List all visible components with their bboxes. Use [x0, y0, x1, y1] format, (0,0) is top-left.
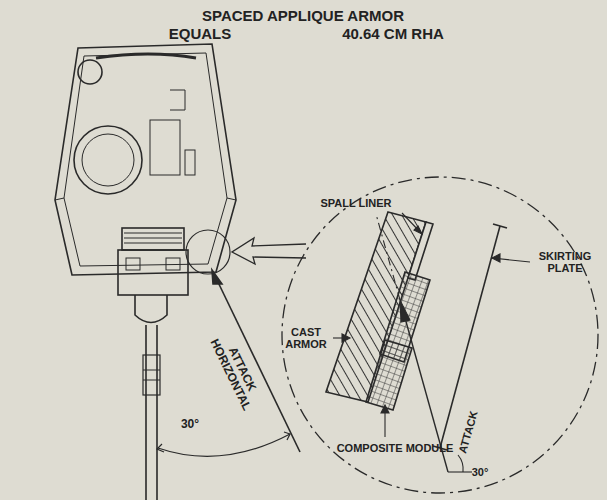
part-label: SKIRTING PLATE: [532, 250, 598, 274]
diagram-title: SPACED APPLIQUE ARMOR: [143, 8, 463, 25]
part-label: ATTACK: [454, 401, 482, 462]
part-label: EQUALS: [140, 26, 260, 43]
part-label: 40.64 CM RHA: [313, 26, 473, 43]
part-label: CAST ARMOR: [282, 326, 330, 350]
part-label: COMPOSITE MODULE: [320, 442, 470, 454]
part-label: SPALL LINER: [306, 197, 406, 209]
part-label: 30°: [170, 418, 210, 431]
part-label: 30°: [465, 466, 495, 478]
part-label: ATTACK HORIZONTAL: [203, 323, 269, 421]
